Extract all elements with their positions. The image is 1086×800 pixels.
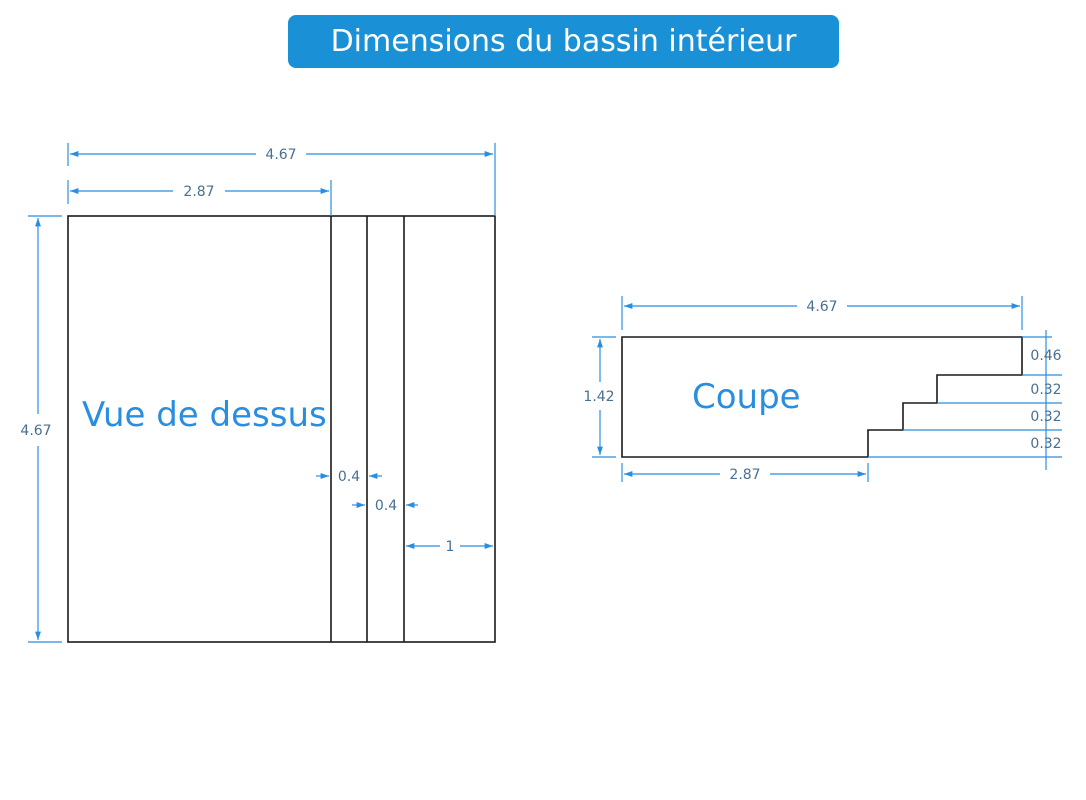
dim-label: 1	[446, 539, 455, 555]
dim-label: 0.32	[1030, 409, 1061, 425]
dim-top-height: 4.67	[20, 215, 62, 643]
dim-top-total-width: 4.67	[67, 143, 496, 216]
dim-top-part-width: 2.87	[67, 180, 332, 216]
page-title: Dimensions du bassin intérieur	[288, 15, 839, 68]
dim-label: 4.67	[806, 299, 837, 315]
section-outline	[621, 336, 1023, 458]
dim-label: 2.87	[729, 467, 760, 483]
dim-label: 2.87	[183, 184, 214, 200]
dim-section-depth: 1.42	[583, 336, 616, 458]
dim-label: 0.46	[1030, 348, 1061, 364]
section-label: Coupe	[692, 377, 801, 417]
dim-section-total-length: 4.67	[621, 296, 1023, 330]
dim-section-deep-length: 2.87	[621, 463, 869, 483]
dim-end: 1	[406, 539, 493, 555]
dim-step-1: 0.4	[316, 469, 382, 485]
dim-label: 1.42	[583, 389, 614, 405]
dim-step-2: 0.4	[352, 498, 418, 514]
top-view-outline	[67, 215, 496, 643]
dim-label: 0.4	[375, 498, 397, 514]
dim-label: 4.67	[20, 423, 51, 439]
dim-label: 4.67	[265, 147, 296, 163]
dim-label: 0.32	[1030, 382, 1061, 398]
dim-label: 0.4	[338, 469, 360, 485]
dim-section-steps: 0.46 0.32 0.32 0.32	[868, 330, 1062, 470]
dim-label: 0.32	[1030, 436, 1061, 452]
section-view: Coupe 4.67 1.42 2.87	[583, 296, 1062, 483]
top-view-label: Vue de dessus	[82, 395, 327, 435]
top-view: Vue de dessus 4.67 2.87 4.67	[20, 143, 496, 643]
